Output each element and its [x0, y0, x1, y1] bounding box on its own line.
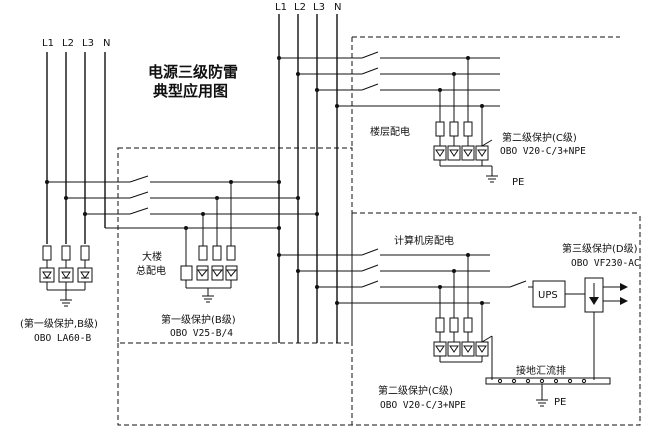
- computer-room-circuit: [277, 248, 533, 380]
- building-panel-label-1: 大楼: [142, 250, 162, 263]
- main-switches: [129, 175, 319, 230]
- computer-room-label: 计算机房配电: [394, 234, 454, 247]
- stage1-building-arrester: [180, 180, 238, 303]
- stage1-left-label: (第一级保护,B级): [20, 317, 98, 330]
- left-feed: L1 L2 L3 N: [42, 38, 279, 244]
- top-phase-n: N: [334, 2, 341, 13]
- stage3-device: [584, 277, 628, 380]
- left-phase-l2: L2: [62, 38, 74, 49]
- stage2-floor-label: 第二级保护(C级): [502, 131, 577, 144]
- top-phase-l1: L1: [275, 2, 287, 13]
- floor-switches: [277, 51, 500, 183]
- top-phase-l2: L2: [294, 2, 306, 13]
- ground-bus-bar: [485, 377, 611, 407]
- ups-label: UPS: [538, 290, 558, 301]
- stage2-room-model: OBO V20-C/3+NPE: [380, 400, 466, 411]
- top-feed: L1 L2 L3 N: [275, 2, 341, 343]
- stage1-building-label: 第一级保护(B级): [161, 313, 236, 326]
- diagram-title-line2: 典型应用图: [153, 82, 228, 100]
- stage2-floor-model: OBO V20-C/3+NPE: [500, 146, 586, 157]
- stage1-building-model: OBO V25-B/4: [170, 328, 233, 339]
- ground-bar-label: 接地汇流排: [516, 364, 566, 377]
- stage1-left-arrester: [39, 245, 93, 307]
- stage1-left-model: OBO LA60-B: [34, 333, 91, 344]
- pe-room-label: PE: [554, 397, 566, 408]
- left-phase-l3: L3: [82, 38, 94, 49]
- building-panel-label-2: 总配电: [136, 264, 166, 277]
- floor-panel-boundary: [351, 36, 620, 148]
- computer-room-boundary: [117, 212, 641, 426]
- stage3-model: OBO VF230-AC: [571, 258, 640, 269]
- pe-floor-label: PE: [512, 177, 524, 188]
- stage3-label: 第三级保护(D级): [562, 242, 638, 255]
- stage2-room-label: 第二级保护(C级): [378, 384, 453, 397]
- top-phase-l3: L3: [313, 2, 325, 13]
- left-phase-n: N: [103, 38, 110, 49]
- floor-panel-label: 楼层配电: [370, 125, 410, 138]
- diagram-title-line1: 电源三级防雷: [148, 63, 238, 81]
- left-phase-l1: L1: [42, 38, 54, 49]
